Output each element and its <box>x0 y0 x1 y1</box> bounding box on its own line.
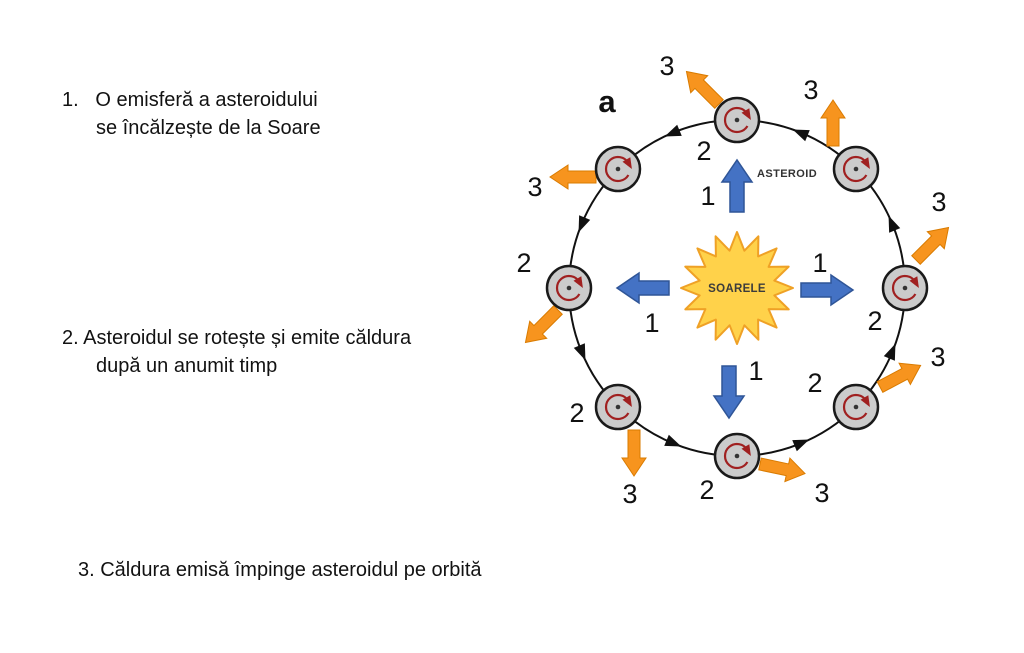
asteroid-label: ASTEROID <box>757 168 817 180</box>
asteroid-top-left <box>594 145 642 193</box>
asteroid-top-right <box>832 145 880 193</box>
heat-arrow-top-right <box>820 99 846 147</box>
sunlight-arrow-right <box>800 274 854 306</box>
label-1-down: 1 <box>748 356 763 386</box>
asteroid-left <box>545 264 593 312</box>
label-3-bottom-right: 3 <box>930 342 945 372</box>
heat-arrow-bottom-right <box>873 354 927 399</box>
orbit-arrowhead <box>573 343 591 363</box>
heat-arrow-bottom <box>757 451 808 486</box>
sun-label: SOARELE <box>708 283 766 295</box>
asteroid-bottom <box>713 432 761 480</box>
heat-arrow-right <box>907 218 958 269</box>
sun-star-icon <box>680 231 794 345</box>
instruction-step-2: 2. Asteroidul se rotește și emite căldur… <box>62 327 412 377</box>
label-2-top: 2 <box>696 136 711 166</box>
sunlight-arrow-down <box>713 365 745 419</box>
label-1-right: 1 <box>812 248 827 278</box>
orbit-arrowhead <box>792 434 812 452</box>
label-2-bottom: 2 <box>699 475 714 505</box>
label-3-right: 3 <box>931 187 946 217</box>
orbit-arrowhead <box>664 434 684 452</box>
label-3-bottom: 3 <box>814 478 829 508</box>
label-3-top-right: 3 <box>803 75 818 105</box>
instruction-step-3: 3. Căldura emisă împinge asteroidul pe o… <box>78 559 482 581</box>
label-3-top-left: 3 <box>527 172 542 202</box>
label-2-bottom-right: 2 <box>807 368 822 398</box>
orbit-arrowhead <box>790 124 810 142</box>
asteroid-top <box>713 96 761 144</box>
asteroid-bottom-left <box>594 383 642 431</box>
heat-arrow-bottom-left <box>621 429 647 477</box>
orbit-arrowhead <box>662 124 682 142</box>
panel-label: a <box>598 84 616 119</box>
orbit-arrowhead <box>573 215 591 235</box>
label-2-left: 2 <box>516 248 531 278</box>
sunlight-arrow-up <box>721 159 753 213</box>
instruction-step-1: 1. O emisferă a asteroidului se încălzeș… <box>62 89 321 139</box>
heat-arrow-top-left <box>549 164 597 190</box>
orbit-arrowhead <box>883 341 901 361</box>
label-2-right: 2 <box>867 306 882 336</box>
label-1-up: 1 <box>700 181 715 211</box>
label-2-bottom-left: 2 <box>569 398 584 428</box>
label-3-top: 3 <box>659 51 674 81</box>
sunlight-arrow-left <box>616 272 670 304</box>
label-1-left: 1 <box>644 308 659 338</box>
label-3-bottom-left: 3 <box>622 479 637 509</box>
asteroid-bottom-right <box>832 383 880 431</box>
orbit-arrowhead <box>883 213 901 233</box>
asteroid-right <box>881 264 929 312</box>
sun: SOARELE <box>680 231 794 345</box>
